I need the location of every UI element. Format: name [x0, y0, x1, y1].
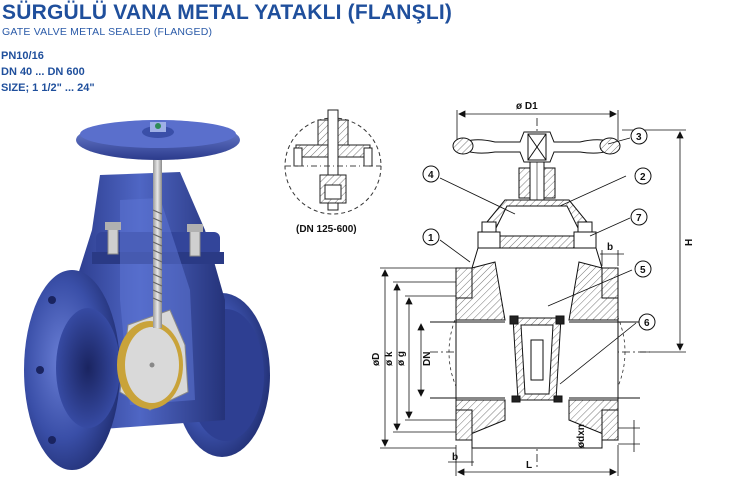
- dim-d1: ø D1: [516, 101, 538, 112]
- callout-leaders: [439, 137, 637, 385]
- dimension-lines: [380, 110, 686, 476]
- spec-size-range: SIZE; 1 1/2" ... 24": [1, 82, 95, 94]
- handwheel: [76, 120, 240, 160]
- spec-list: PN10/16 DN 40 ... DN 600 SIZE; 1 1/2" ..…: [1, 48, 95, 96]
- dim-dxn: ødxn: [576, 424, 587, 448]
- inset-detail: [284, 109, 382, 215]
- callout-1: 1: [428, 233, 434, 244]
- dim-od: øD: [371, 353, 382, 366]
- dim-b-top: b: [607, 242, 613, 253]
- callout-3: 3: [636, 132, 642, 143]
- callout-markers: [422, 127, 656, 331]
- page-title: SÜRGÜLÜ VANA METAL YATAKLI (FLANŞLI): [2, 1, 453, 24]
- dim-l: L: [526, 460, 532, 471]
- valve-stem: [152, 150, 163, 328]
- bonnet-bolts: [105, 222, 203, 257]
- callout-4: 4: [428, 170, 434, 181]
- dim-b-bottom: b: [452, 452, 458, 463]
- page-subtitle: GATE VALVE METAL SEALED (FLANGED): [2, 26, 213, 38]
- spec-dn-range: DN 40 ... DN 600: [1, 66, 85, 78]
- spec-pressure: PN10/16: [1, 50, 44, 62]
- dim-h: H: [684, 239, 695, 246]
- callout-5: 5: [640, 265, 646, 276]
- inset-label: (DN 125-600): [296, 224, 357, 235]
- callout-7: 7: [636, 213, 642, 224]
- gate-wedge: [117, 309, 189, 411]
- dim-k: ø k: [384, 351, 395, 366]
- left-flange: [24, 270, 120, 470]
- dim-dn: DN: [422, 352, 433, 366]
- dim-g: ø g: [396, 351, 407, 366]
- callout-6: 6: [644, 318, 650, 329]
- callout-2: 2: [640, 172, 646, 183]
- technical-drawing: [430, 118, 650, 470]
